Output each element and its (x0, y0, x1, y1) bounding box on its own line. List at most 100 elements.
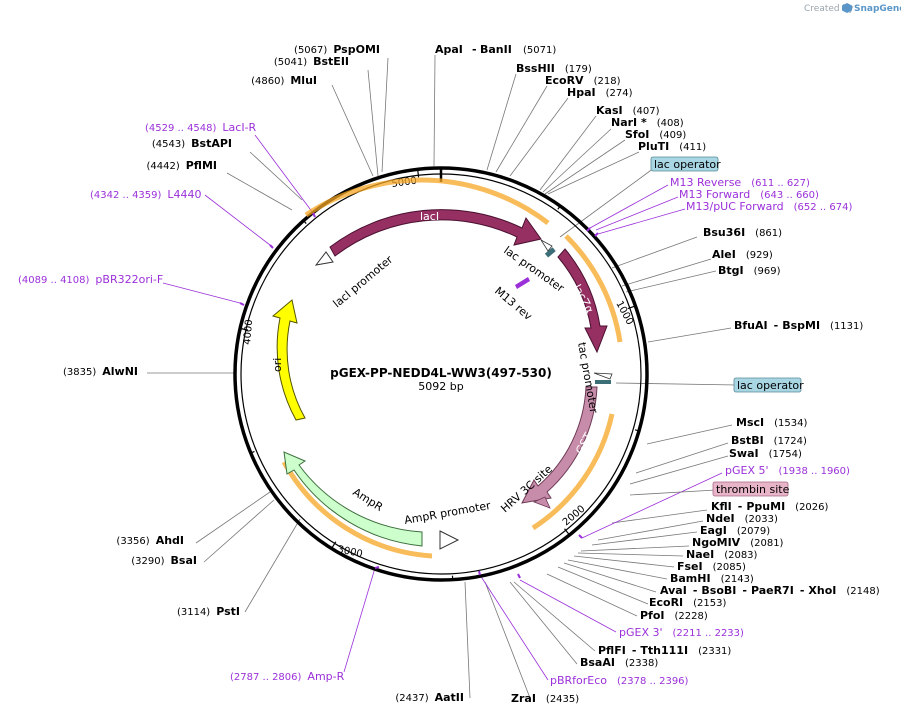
enzyme-name: AlwNI (102, 365, 138, 378)
primer-name: L4440 (167, 188, 201, 201)
enzyme-separator: - (774, 319, 779, 332)
enzyme-name: HpaI (567, 86, 596, 99)
enzyme-name: NaeI (686, 548, 714, 561)
primer-position: (4342 .. 4359) (90, 190, 162, 201)
enzyme-position: (1754) (769, 449, 802, 460)
svg-text:ApaI: ApaI (435, 43, 463, 56)
lac-operator-feature-1 (544, 247, 556, 258)
tick-mark (564, 528, 570, 536)
enzyme-position: (2331) (698, 646, 731, 657)
enzyme-position: (2085) (713, 562, 746, 573)
enzyme-name: PflMI (186, 159, 217, 172)
ori-feature (271, 299, 306, 421)
enzyme-separator: - (742, 584, 747, 597)
tick-label: 3000 (336, 544, 363, 560)
enzyme-name: Bsu36I (703, 226, 745, 239)
orf-glow-arcs (281, 177, 623, 559)
enzyme-position: (2079) (737, 526, 770, 537)
right-enzyme-labels: BssHII(179)EcoRV(218)HpaI(274)KasI(407)N… (511, 62, 880, 705)
tick-mark (239, 327, 249, 331)
enzyme-name: KflI (711, 500, 732, 513)
enzyme-name: EcoRI (649, 596, 683, 609)
enzyme-position: (408) (657, 118, 684, 129)
primer-position: (652 .. 674) (794, 202, 853, 213)
enzyme-name: BsaAI (580, 656, 615, 669)
enzyme-position: (4442) (146, 161, 179, 172)
hrv-3c-site-feature (532, 496, 551, 509)
svg-text:lac operator: lac operator (654, 158, 721, 171)
primer-position: (643 .. 660) (760, 190, 819, 201)
enzyme-name: NarI * (611, 116, 647, 129)
enzyme-position: (4543) (152, 139, 185, 150)
primer-name: LacI-R (222, 121, 256, 134)
lacZa-feature (557, 248, 608, 354)
lacI-label: lacI (420, 210, 439, 223)
enzyme-name: AvaI (660, 584, 687, 597)
enzyme-name: BstEII (313, 55, 349, 68)
enzyme-position: (407) (633, 106, 660, 117)
enzyme-position: (2143) (721, 574, 754, 585)
enzyme-position: (2153) (693, 598, 726, 609)
lacI-promoter-feature (314, 251, 334, 266)
enzyme-position: (218) (594, 76, 621, 87)
enzyme-name: NdeI (706, 512, 735, 525)
lacI-promoter-label: lacI promoter (331, 253, 396, 311)
tick-mark (634, 429, 640, 432)
enzyme-name: MscI (736, 416, 764, 429)
primer-name: M13/pUC Forward (686, 200, 784, 213)
primer-position: (2211 .. 2233) (673, 628, 745, 639)
ori-label: ori (271, 358, 284, 372)
right-primer-labels: M13 Reverse(611 .. 627)M13 Forward(643 .… (550, 176, 852, 687)
enzyme-name: PstI (216, 605, 240, 618)
enzyme-name: EagI (700, 524, 727, 537)
enzyme-position: (5041) (274, 57, 307, 68)
enzyme-name: PfoI (640, 609, 665, 622)
enzyme-name: BsaI (171, 554, 197, 567)
watermark-created-by: Created by (804, 4, 854, 14)
tick-mark (250, 450, 255, 454)
primer-position: (2378 .. 2396) (617, 676, 689, 687)
enzyme-name: BstAPI (191, 137, 232, 150)
primer-name: Amp-R (307, 670, 344, 683)
enzyme-position: (1724) (774, 436, 807, 447)
lac-operator-box-2: lac operator (733, 377, 804, 393)
enzyme-position: (3356) (116, 536, 149, 547)
tick-mark (627, 305, 636, 310)
enzyme-position: (1534) (774, 418, 807, 429)
top-enzyme-label: ApaI - BanII (5071) (435, 43, 556, 56)
plasmid-length: 5092 bp (418, 380, 463, 393)
enzyme-name: EcoRV (545, 74, 584, 87)
enzyme-name: BstBI (731, 434, 764, 447)
enzyme-name: ZraI (511, 692, 536, 705)
enzyme-name: BssHII (516, 62, 555, 75)
primer-name: M13 Reverse (670, 176, 741, 189)
enzyme-position: (3114) (177, 607, 210, 618)
enzyme-name: AleI (712, 248, 736, 261)
enzyme-name: XhoI (808, 584, 836, 597)
enzyme-name: NgoMIV (692, 536, 741, 549)
enzyme-position: (2435) (546, 694, 579, 705)
primer-position: (2787 .. 2806) (230, 672, 302, 683)
left-primer-labels: (4529 .. 4548)LacI-R(4342 .. 4359)L4440(… (18, 121, 345, 683)
enzyme-position: (1131) (830, 321, 863, 332)
enzyme-position: (2033) (745, 514, 778, 525)
enzyme-name: BfuAI (734, 319, 768, 332)
m13-rev-feature (515, 277, 530, 289)
enzyme-name: FseI (677, 560, 703, 573)
lac-promoter-label: lac promoter (501, 244, 567, 295)
enzyme-name: KasI (596, 104, 623, 117)
enzyme-name: PflFI (598, 644, 626, 657)
primer-leader-lines (162, 134, 723, 681)
enzyme-position: (2148) (846, 586, 879, 597)
lac-operator-feature-2 (595, 380, 611, 384)
enzyme-position: (3290) (131, 556, 164, 567)
enzyme-name: PpuMI (746, 500, 785, 513)
enzyme-position: (2026) (795, 502, 828, 513)
tac-promoter-feature (593, 372, 613, 380)
enzyme-separator: - (632, 644, 637, 657)
enzyme-name: AhdI (156, 534, 184, 547)
primer-position: (611 .. 627) (751, 178, 810, 189)
enzyme-position: (274) (606, 88, 633, 99)
tick-mark (303, 220, 307, 224)
lac-promoter-feature (540, 239, 553, 252)
